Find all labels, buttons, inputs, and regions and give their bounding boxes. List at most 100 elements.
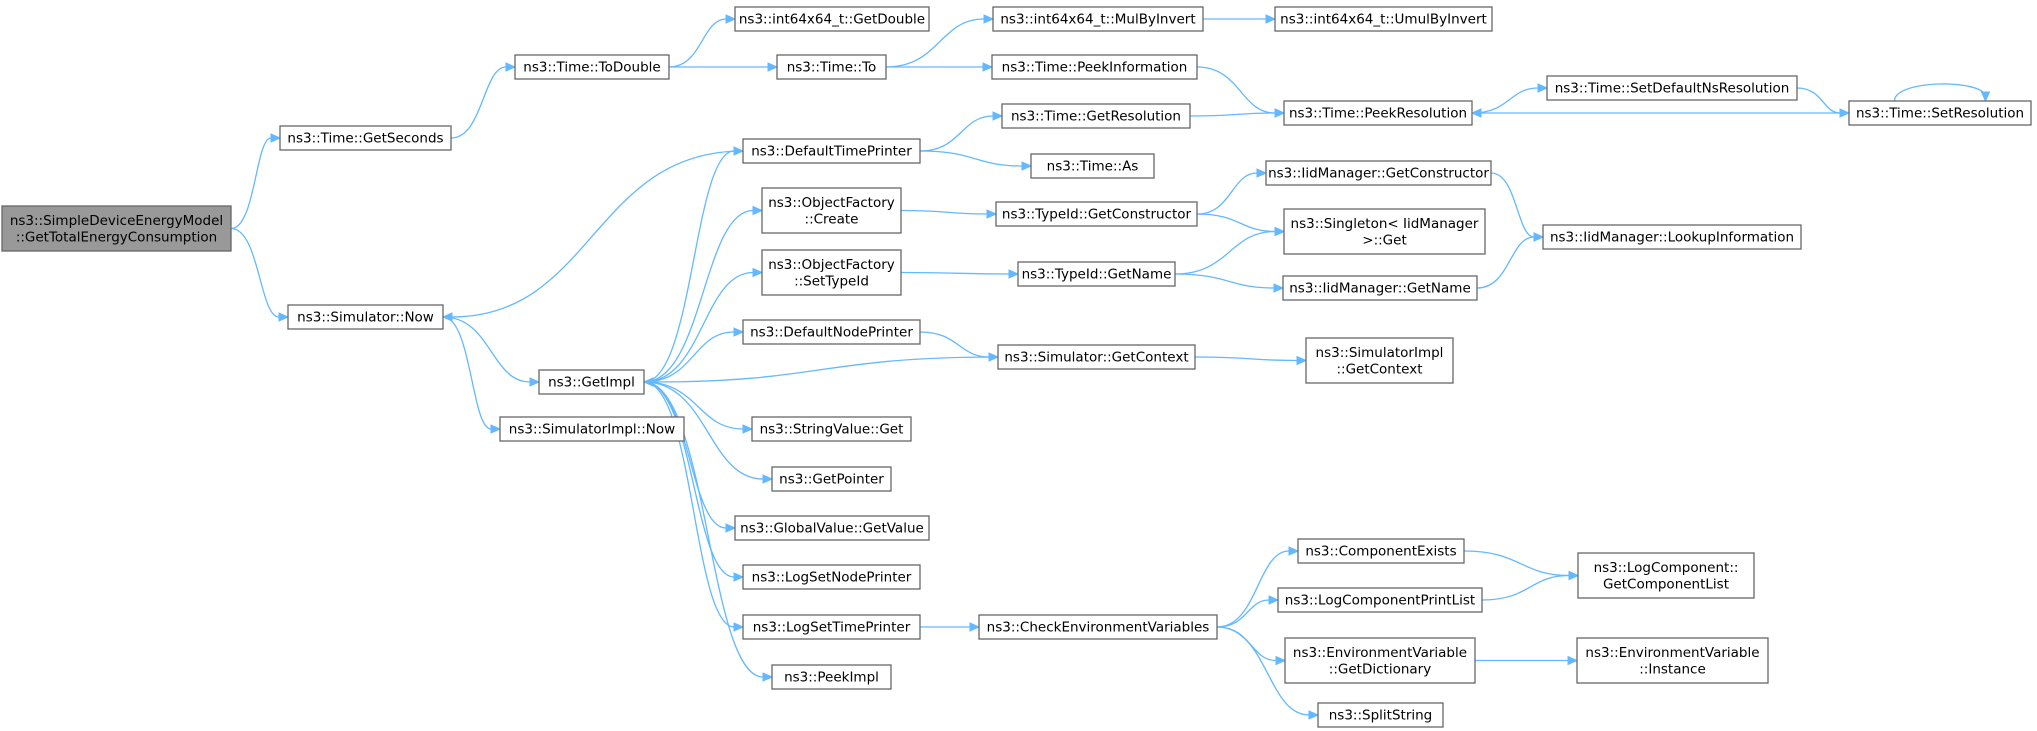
node-box	[995, 201, 1198, 227]
node-label: ::GetContext	[1336, 361, 1422, 377]
node-n23[interactable]: ns3::TypeId::GetName	[1017, 261, 1176, 287]
node-n1[interactable]: ns3::Time::GetSeconds	[279, 125, 452, 151]
node-n16[interactable]: ns3::LogSetTimePrinter	[742, 614, 921, 640]
node-n6[interactable]: ns3::int64x64_t::GetDouble	[734, 6, 930, 32]
node-n18[interactable]: ns3::int64x64_t::MulByInvert	[992, 6, 1204, 32]
edge-line	[900, 271, 1010, 275]
edge-n30-n38	[1476, 232, 1545, 289]
node-box	[1576, 637, 1769, 684]
node-n10[interactable]: ns3::ObjectFactory::SetTypeId	[761, 249, 902, 296]
node-label: ns3::Time::GetResolution	[1011, 109, 1181, 125]
node-n19[interactable]: ns3::Time::PeekInformation	[991, 54, 1198, 80]
node-box	[771, 664, 892, 690]
node-box	[1030, 153, 1155, 179]
node-box	[742, 564, 921, 590]
node-n20[interactable]: ns3::Time::GetResolution	[1001, 103, 1191, 129]
node-n30[interactable]: ns3::IidManager::GetName	[1282, 275, 1478, 301]
edge-line	[919, 150, 1023, 167]
node-box	[1, 205, 232, 252]
node-n12[interactable]: ns3::StringValue::Get	[751, 416, 912, 442]
edge-line	[450, 66, 507, 139]
node-label: ns3::LogSetTimePrinter	[753, 620, 911, 636]
node-box	[1283, 208, 1486, 255]
node-n35[interactable]: ns3::SplitString	[1317, 702, 1444, 728]
node-label: ::GetDictionary	[1329, 661, 1431, 677]
edge-n34-n40	[1474, 655, 1579, 666]
edge-line	[442, 316, 531, 383]
node-box	[1274, 6, 1493, 32]
edge-line	[643, 331, 735, 383]
edge-arrowhead	[986, 209, 998, 219]
node-n9[interactable]: ns3::ObjectFactory::Create	[761, 187, 902, 234]
node-box	[761, 249, 902, 296]
edges-layer	[230, 14, 1991, 720]
node-label: ns3::EnvironmentVariable	[1585, 645, 1759, 661]
edge-arrowhead	[1274, 226, 1286, 237]
node-n5[interactable]: ns3::SimulatorImpl::Now	[499, 416, 685, 442]
edge-arrowhead	[1021, 161, 1033, 171]
node-n36[interactable]: ns3::Time::SetDefaultNsResolution	[1546, 75, 1798, 101]
node-n3[interactable]: ns3::Time::ToDouble	[514, 54, 670, 80]
node-box	[1542, 224, 1802, 250]
edge-line	[668, 18, 727, 68]
edge-line	[643, 381, 764, 480]
edge-line	[1174, 273, 1275, 289]
edge-line	[643, 209, 754, 383]
edge-n24-n4	[642, 356, 999, 387]
node-n27[interactable]: ns3::Time::PeekResolution	[1283, 100, 1473, 126]
node-n33[interactable]: ns3::LogComponentPrintList	[1277, 587, 1483, 613]
node-box	[279, 125, 452, 151]
node-box	[734, 515, 930, 541]
node-n34[interactable]: ns3::EnvironmentVariable::GetDictionary	[1284, 637, 1476, 684]
node-n8[interactable]: ns3::DefaultTimePrinter	[742, 138, 921, 164]
node-label: ns3::SimulatorImpl	[1316, 345, 1444, 361]
node-box	[1317, 702, 1444, 728]
edge-arrowhead	[490, 424, 502, 434]
edge-line	[643, 381, 735, 578]
node-n38[interactable]: ns3::IidManager::LookupInformation	[1542, 224, 1802, 250]
node-n26[interactable]: ns3::int64x64_t::UmulByInvert	[1274, 6, 1493, 32]
edge-arrowhead	[1288, 546, 1300, 556]
node-n13[interactable]: ns3::GetPointer	[771, 466, 892, 492]
edge-line	[1196, 66, 1276, 114]
node-n7[interactable]: ns3::Time::To	[776, 54, 887, 80]
node-n31[interactable]: ns3::SimulatorImpl::GetContext	[1305, 337, 1454, 384]
edge-line	[643, 381, 735, 628]
node-n17[interactable]: ns3::PeekImpl	[771, 664, 892, 690]
edge-arrowhead	[1980, 91, 1991, 103]
node-n2[interactable]: ns3::Simulator::Now	[287, 304, 444, 330]
node-n40[interactable]: ns3::EnvironmentVariable::Instance	[1576, 637, 1769, 684]
node-box	[514, 54, 670, 80]
edge-n37-n27	[1470, 108, 1849, 118]
node-n0[interactable]: ns3::SimpleDeviceEnergyModel::GetTotalEn…	[1, 205, 232, 252]
edge-arrowhead	[733, 146, 745, 156]
node-label: ns3::GetImpl	[548, 375, 635, 391]
node-box	[776, 54, 887, 80]
edge-line	[1481, 574, 1570, 601]
node-n21[interactable]: ns3::Time::As	[1030, 153, 1155, 179]
node-n14[interactable]: ns3::GlobalValue::GetValue	[734, 515, 930, 541]
node-n4[interactable]: ns3::GetImpl	[538, 369, 645, 395]
node-n28[interactable]: ns3::IidManager::GetConstructor	[1265, 160, 1492, 186]
node-n24[interactable]: ns3::Simulator::GetContext	[997, 344, 1196, 370]
edge-n25-n32	[1216, 546, 1300, 628]
node-box	[1546, 75, 1798, 101]
node-n29[interactable]: ns3::Singleton< IidManager>::Get	[1283, 208, 1486, 255]
node-n32[interactable]: ns3::ComponentExists	[1297, 538, 1465, 564]
edge-line	[1196, 213, 1276, 233]
edge-arrowhead	[270, 133, 282, 143]
node-n22[interactable]: ns3::TypeId::GetConstructor	[995, 201, 1198, 227]
edge-arrowhead	[762, 672, 774, 682]
node-n39[interactable]: ns3::LogComponent::GetComponentList	[1577, 552, 1755, 599]
node-label: ns3::LogSetNodePrinter	[752, 570, 912, 586]
node-n37[interactable]: ns3::Time::SetResolution	[1848, 100, 2032, 126]
edge-arrowhead	[441, 312, 453, 322]
node-label: ns3::int64x64_t::MulByInvert	[1000, 12, 1195, 28]
edge-n10-n23	[900, 269, 1020, 279]
edge-line	[643, 271, 754, 383]
node-label: ns3::Simulator::Now	[297, 310, 434, 326]
node-n11[interactable]: ns3::DefaultNodePrinter	[742, 319, 921, 345]
node-n25[interactable]: ns3::CheckEnvironmentVariables	[978, 614, 1218, 640]
node-n15[interactable]: ns3::LogSetNodePrinter	[742, 564, 921, 590]
node-label: ns3::IidManager::LookupInformation	[1550, 230, 1794, 246]
